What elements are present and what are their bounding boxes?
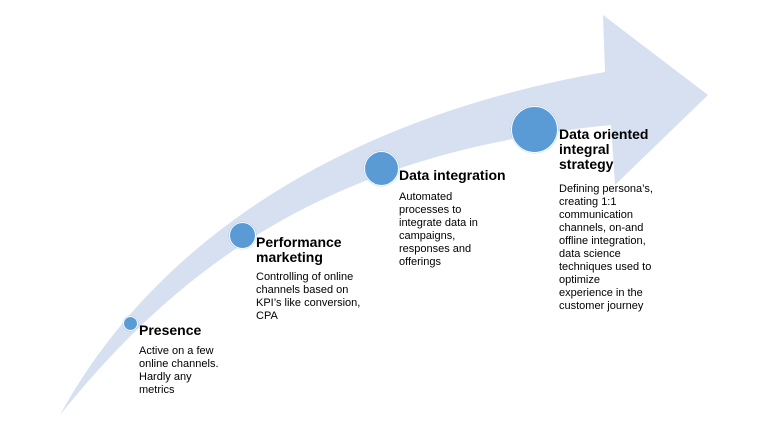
stage-marker-dot [364,151,399,186]
stage-description: Active on a few online channels. Hardly … [139,345,219,396]
stage-marker-dot [123,316,138,331]
stage-title: Performance marketing [256,234,342,265]
stage-description: Defining persona’s, creating 1:1 communi… [559,183,653,312]
stage-description: Automated processes to integrate data in… [399,191,478,268]
stage-title: Presence [139,322,202,338]
stage-description: Controlling of online channels based on … [256,271,361,322]
stage-title: Data integration [399,167,506,183]
stage-marker-dot [229,222,256,249]
stage-marker-dot [511,106,558,153]
stage-title: Data oriented integral strategy [559,126,649,172]
